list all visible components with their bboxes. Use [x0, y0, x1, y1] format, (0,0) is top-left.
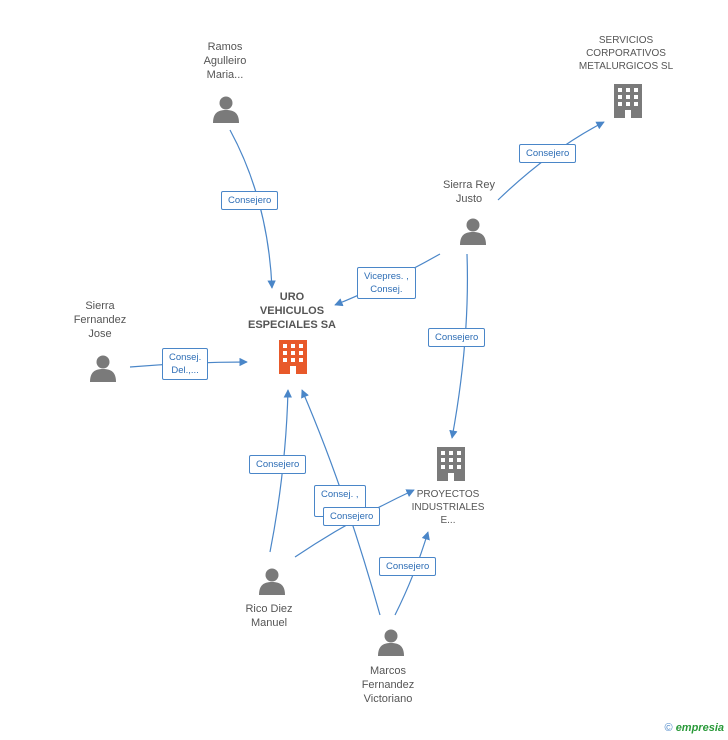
node-sierra-fernandez-label[interactable]: Sierra Fernandez Jose — [73, 300, 127, 340]
node-ramos-label[interactable]: Ramos Agulleiro Maria... — [203, 41, 247, 81]
person-icon — [90, 355, 116, 382]
node-uro-label[interactable]: URO VEHICULOS ESPECIALES SA — [247, 291, 337, 331]
edge-label-ramos-uro: Consejero — [221, 191, 279, 210]
building-icon — [614, 84, 642, 118]
edge-label-sierrarey-servicios: Consejero — [519, 144, 577, 163]
node-sierra-rey-label[interactable]: Sierra Rey Justo — [443, 179, 495, 205]
person-icon — [378, 629, 404, 656]
edge-label-rico-proyectos: Consejero — [323, 507, 381, 526]
person-icon — [460, 218, 486, 245]
node-proyectos-label[interactable]: PROYECTOS INDUSTRIALES E... — [411, 489, 485, 526]
brand-logo: empresia — [675, 722, 724, 734]
edge-label-sierrarey-proyectos: Consejero — [428, 328, 486, 347]
edge-label-sierrafernandez-uro: Consej. Del.,... — [162, 348, 209, 380]
edge-label-marcos-proyectos: Consejero — [379, 557, 437, 576]
main-building-icon — [279, 340, 307, 374]
person-icon — [259, 568, 285, 595]
node-rico-label[interactable]: Rico Diez Manuel — [245, 603, 293, 629]
footer-brand: © empresia — [665, 722, 724, 734]
edge-label-sierrarey-uro: Vicepres. , Consej. — [357, 267, 416, 299]
node-marcos-label[interactable]: Marcos Fernandez Victoriano — [361, 665, 415, 705]
person-icon — [213, 96, 239, 123]
building-icon — [437, 447, 465, 481]
node-servicios-label[interactable]: SERVICIOS CORPORATIVOS METALURGICOS SL — [578, 35, 674, 72]
copyright-symbol: © — [664, 722, 673, 734]
edge-label-rico-uro: Consejero — [249, 455, 307, 474]
